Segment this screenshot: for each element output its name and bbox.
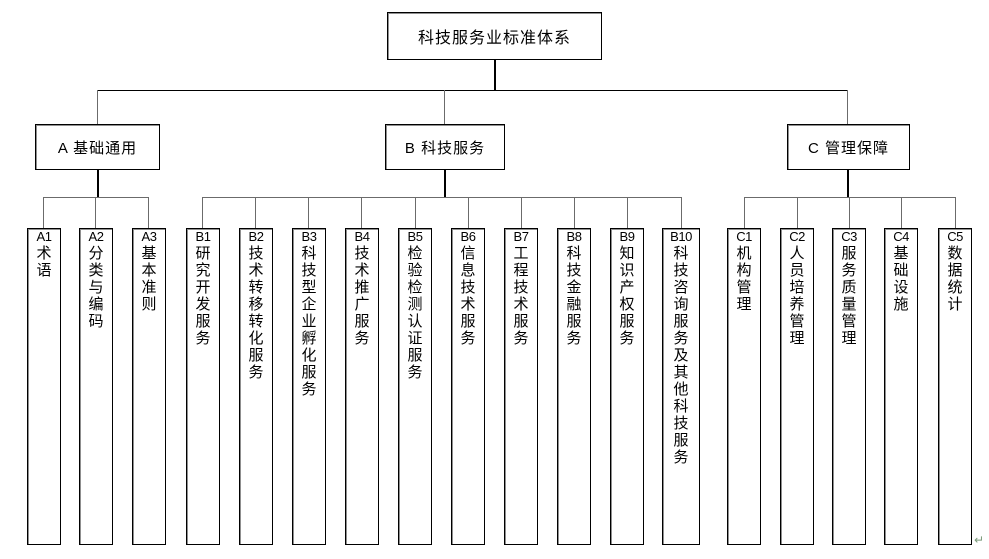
leaf-node-b1-label: 研究开发服务 [195, 245, 211, 347]
leaf-node-c1-label: 机构管理 [736, 245, 752, 313]
leaf-node-c4-label: 基础设施 [893, 245, 909, 313]
leaf-node-b5-code: B5 [407, 229, 423, 244]
leaf-node-b2[interactable]: B2 技术转移转化服务 [239, 228, 273, 545]
leaf-node-b2-label: 技术转移转化服务 [248, 245, 264, 381]
leaf-node-b3[interactable]: B3 科技型企业孵化服务 [292, 228, 326, 545]
leaf-node-c3-label: 服务质量管理 [841, 245, 857, 347]
leaf-node-b7[interactable]: B7 工程技术服务 [504, 228, 538, 545]
connector-stem-branch-a [97, 170, 99, 197]
connector-drop-b4 [361, 197, 362, 228]
connector-drop-b7 [521, 197, 522, 228]
connector-drop-b8 [574, 197, 575, 228]
root-node-label: 科技服务业标准体系 [417, 30, 571, 47]
leaf-node-b4[interactable]: B4 技术推广服务 [345, 228, 379, 545]
connector-drop-b1 [202, 197, 203, 228]
leaf-node-b7-code: B7 [513, 229, 529, 244]
paragraph-mark-icon: ↵ [974, 533, 985, 547]
connector-drop-a1 [43, 197, 44, 228]
leaf-node-a1-label: 术语 [36, 245, 52, 279]
leaf-node-c2[interactable]: C2 人员培养管理 [780, 228, 814, 545]
connector-stem-branch-b [444, 170, 446, 197]
leaf-node-b6[interactable]: B6 信息技术服务 [451, 228, 485, 545]
leaf-node-b6-label: 信息技术服务 [460, 245, 476, 347]
branch-node-a-label: A 基础通用 [57, 139, 138, 157]
connector-drop-a3 [148, 197, 149, 228]
connector-drop-c5 [955, 197, 956, 228]
leaf-node-b8[interactable]: B8 科技金融服务 [557, 228, 591, 545]
leaf-node-b4-label: 技术推广服务 [354, 245, 370, 347]
connector-level2-bus [97, 90, 848, 91]
leaf-node-a3[interactable]: A3 基本准则 [132, 228, 166, 545]
leaf-node-c3[interactable]: C3 服务质量管理 [832, 228, 866, 545]
connector-drop-b5 [415, 197, 416, 228]
connector-drop-branch-c [847, 90, 848, 124]
connector-root-stem [494, 60, 496, 91]
connector-drop-b6 [468, 197, 469, 228]
leaf-node-a2-label: 分类与编码 [88, 245, 104, 330]
leaf-node-b10-code: B10 [670, 229, 692, 244]
leaf-node-b2-code: B2 [248, 229, 264, 244]
leaf-node-c3-code: C3 [841, 229, 857, 244]
leaf-node-c1[interactable]: C1 机构管理 [727, 228, 761, 545]
connector-drop-c1 [744, 197, 745, 228]
leaf-node-a1[interactable]: A1 术语 [27, 228, 61, 545]
leaf-node-b10[interactable]: B10 科技咨询服务及其他科技服务 [662, 228, 700, 545]
leaf-node-b8-code: B8 [566, 229, 582, 244]
leaf-node-b8-label: 科技金融服务 [566, 245, 582, 347]
branch-node-c-label: C 管理保障 [807, 139, 889, 157]
connector-drop-c3 [849, 197, 850, 228]
leaf-node-a3-label: 基本准则 [141, 245, 157, 313]
leaf-node-c2-code: C2 [789, 229, 805, 244]
leaf-node-a2[interactable]: A2 分类与编码 [79, 228, 113, 545]
branch-node-b[interactable]: B 科技服务 [385, 124, 505, 170]
leaf-node-c2-label: 人员培养管理 [789, 245, 805, 347]
branch-node-c[interactable]: C 管理保障 [787, 124, 910, 170]
leaf-node-b7-label: 工程技术服务 [513, 245, 529, 347]
connector-drop-branch-b [444, 90, 445, 124]
connector-bus-group-b [202, 197, 682, 198]
leaf-node-b3-label: 科技型企业孵化服务 [301, 245, 317, 398]
branch-node-a[interactable]: A 基础通用 [35, 124, 160, 170]
leaf-node-b1[interactable]: B1 研究开发服务 [186, 228, 220, 545]
connector-drop-b3 [308, 197, 309, 228]
leaf-node-b4-code: B4 [354, 229, 370, 244]
branch-node-b-label: B 科技服务 [404, 139, 486, 157]
connector-drop-b9 [627, 197, 628, 228]
leaf-node-c5[interactable]: C5 数据统计 [938, 228, 972, 545]
leaf-node-b6-code: B6 [460, 229, 476, 244]
leaf-node-b9-label: 知识产权服务 [619, 245, 635, 347]
connector-stem-branch-c [847, 170, 849, 197]
leaf-node-c1-code: C1 [736, 229, 752, 244]
connector-drop-c4 [901, 197, 902, 228]
connector-bus-group-a [43, 197, 149, 198]
leaf-node-b10-label: 科技咨询服务及其他科技服务 [673, 245, 689, 466]
leaf-node-b1-code: B1 [195, 229, 211, 244]
root-node-科技服务业标准体系[interactable]: 科技服务业标准体系 [387, 12, 602, 60]
leaf-node-b5-label: 检验检测认证服务 [407, 245, 423, 381]
leaf-node-c4[interactable]: C4 基础设施 [884, 228, 918, 545]
leaf-node-c4-code: C4 [893, 229, 909, 244]
connector-drop-b2 [255, 197, 256, 228]
leaf-node-a1-code: A1 [36, 229, 52, 244]
connector-drop-a2 [95, 197, 96, 228]
connector-drop-c2 [797, 197, 798, 228]
leaf-node-a3-code: A3 [141, 229, 157, 244]
connector-drop-b10 [681, 197, 682, 228]
leaf-node-b9-code: B9 [619, 229, 635, 244]
leaf-node-b3-code: B3 [301, 229, 317, 244]
connector-drop-branch-a [97, 90, 98, 124]
leaf-node-b5[interactable]: B5 检验检测认证服务 [398, 228, 432, 545]
leaf-node-b9[interactable]: B9 知识产权服务 [610, 228, 644, 545]
leaf-node-a2-code: A2 [88, 229, 104, 244]
leaf-node-c5-label: 数据统计 [947, 245, 963, 313]
leaf-node-c5-code: C5 [947, 229, 963, 244]
